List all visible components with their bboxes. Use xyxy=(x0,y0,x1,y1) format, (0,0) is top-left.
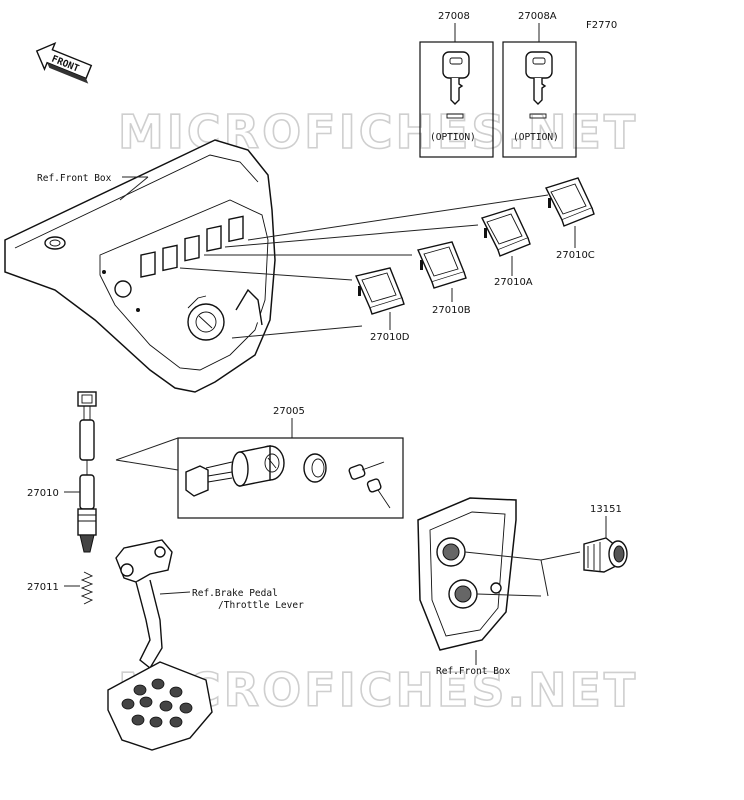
switch-27010a: 27010A xyxy=(481,207,533,288)
front-box-panel xyxy=(4,139,276,393)
label-27005: 27005 xyxy=(273,406,305,417)
key-icon xyxy=(442,51,470,119)
option-label-1: (OPTION) xyxy=(430,132,476,143)
ignition-key-icon xyxy=(348,461,391,509)
label-27008: 27008 xyxy=(438,11,470,22)
label-13151: 13151 xyxy=(590,504,622,515)
lower-front-box-panel xyxy=(417,497,517,651)
key-box-27008: 27008 (OPTION) xyxy=(419,11,494,158)
switch-27010b: 27010B xyxy=(417,241,471,316)
spring-icon xyxy=(80,571,94,605)
label-27011: 27011 xyxy=(27,582,59,593)
front-arrow-icon: FRONT xyxy=(35,41,93,84)
label-27010a: 27010A xyxy=(494,277,533,288)
key-box-27008a: 27008A (OPTION) xyxy=(502,11,577,158)
ref-brake-pedal-line1: Ref.Brake Pedal xyxy=(192,588,278,599)
ignition-switch-group xyxy=(177,437,404,519)
brake-switch-icon xyxy=(77,391,97,553)
label-27010d: 27010D xyxy=(370,332,410,343)
key-icon xyxy=(525,51,553,119)
ref-front-box-top: Ref.Front Box xyxy=(37,173,112,184)
label-27008a: 27008A xyxy=(518,11,557,22)
label-27010c: 27010C xyxy=(556,250,595,261)
figure-code: F2770 xyxy=(586,20,617,31)
nut-icon xyxy=(303,453,327,483)
option-label-2: (OPTION) xyxy=(513,132,559,143)
ref-front-box-bottom: Ref.Front Box xyxy=(436,666,511,677)
ignition-switch-icon xyxy=(185,445,285,497)
label-27010b: 27010B xyxy=(432,305,471,316)
label-27010: 27010 xyxy=(27,488,59,499)
brake-pedal-icon xyxy=(107,539,213,751)
socket-icon xyxy=(583,537,628,573)
ref-brake-pedal-line2: /Throttle Lever xyxy=(218,600,304,611)
switch-27010c: 27010C xyxy=(545,177,595,261)
switch-27010d: 27010D xyxy=(355,267,410,343)
